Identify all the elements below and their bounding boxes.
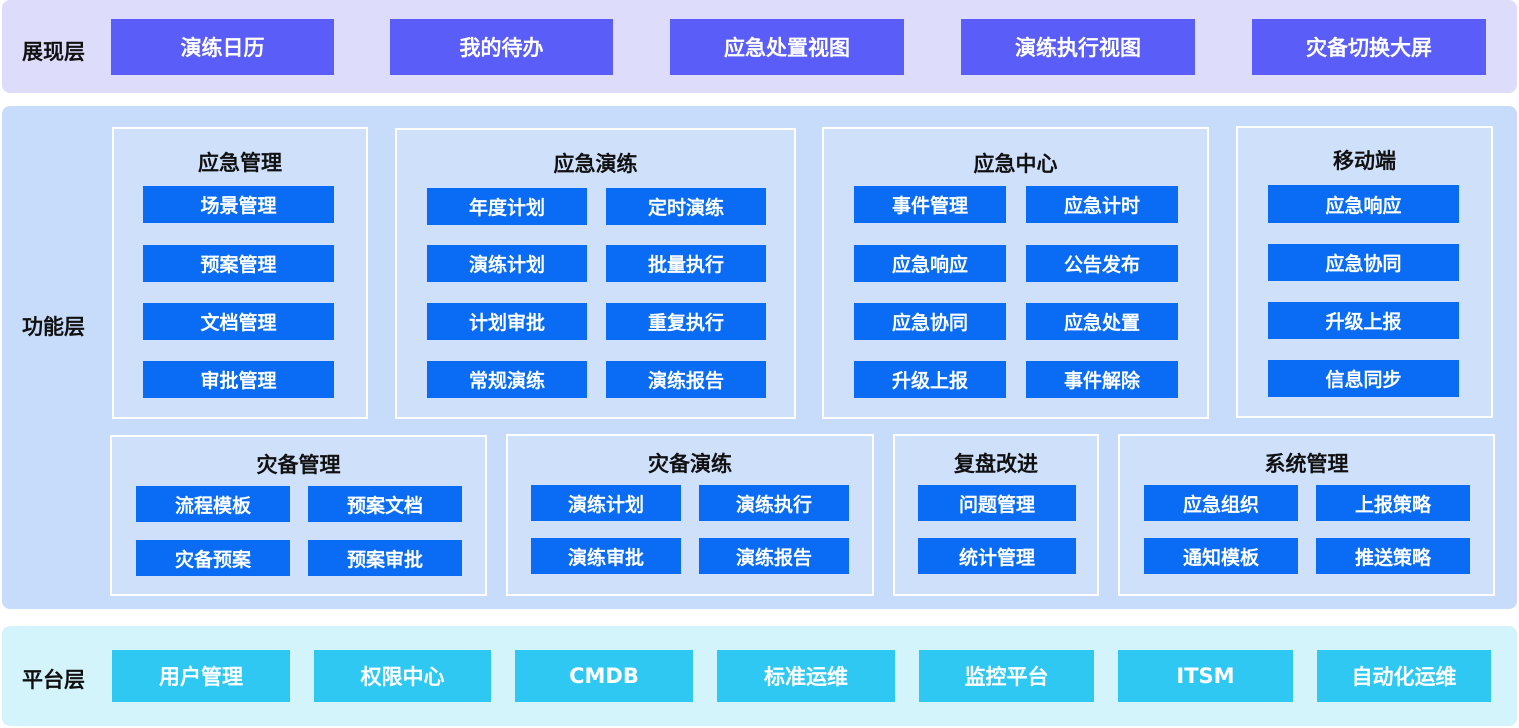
module-title: 应急中心 (973, 152, 1058, 176)
module-title: 应急管理 (198, 151, 282, 175)
module-item[interactable]: 演练计划 (427, 245, 587, 282)
module-item[interactable]: 批量执行 (606, 245, 766, 282)
module-item[interactable]: 应急协同 (1268, 244, 1459, 281)
module-title: 灾备管理 (256, 453, 341, 477)
module-item[interactable]: 应急组织 (1144, 485, 1298, 521)
function-layer-label: 功能层 (22, 315, 85, 339)
module-item[interactable]: 演练审批 (531, 538, 681, 574)
presentation-item-my-todo[interactable]: 我的待办 (390, 19, 613, 75)
module-item[interactable]: 预案管理 (143, 245, 334, 282)
module-item[interactable]: 重复执行 (606, 303, 766, 340)
module-title: 系统管理 (1264, 452, 1349, 476)
module-item[interactable]: 事件解除 (1026, 361, 1178, 398)
module-item[interactable]: 演练报告 (699, 538, 849, 574)
module-item[interactable]: 通知模板 (1144, 538, 1298, 574)
module-item[interactable]: 流程模板 (136, 486, 290, 522)
module-item[interactable]: 审批管理 (143, 361, 334, 398)
module-item[interactable]: 事件管理 (854, 186, 1006, 223)
module-title: 灾备演练 (648, 452, 732, 476)
module-item[interactable]: 应急协同 (854, 303, 1006, 340)
module-title: 复盘改进 (954, 452, 1038, 476)
platform-item-automation-ops[interactable]: 自动化运维 (1317, 650, 1491, 702)
module-item[interactable]: 推送策略 (1316, 538, 1470, 574)
presentation-item-dr-switch-screen[interactable]: 灾备切换大屏 (1252, 19, 1486, 75)
module-item[interactable]: 应急计时 (1026, 186, 1178, 223)
presentation-item-drill-execution-view[interactable]: 演练执行视图 (961, 19, 1195, 75)
platform-item-monitoring[interactable]: 监控平台 (919, 650, 1094, 702)
module-item[interactable]: 常规演练 (427, 361, 587, 398)
module-title: 移动端 (1333, 149, 1396, 173)
module-item[interactable]: 预案审批 (308, 540, 462, 576)
presentation-item-drill-calendar[interactable]: 演练日历 (111, 19, 334, 75)
module-item[interactable]: 应急响应 (854, 245, 1006, 282)
module-item[interactable]: 升级上报 (1268, 302, 1459, 339)
module-item[interactable]: 预案文档 (308, 486, 462, 522)
module-item[interactable]: 信息同步 (1268, 360, 1459, 397)
module-item[interactable]: 应急处置 (1026, 303, 1178, 340)
module-item[interactable]: 场景管理 (143, 186, 334, 223)
platform-item-cmdb[interactable]: CMDB (515, 650, 693, 702)
module-item[interactable]: 文档管理 (143, 303, 334, 340)
module-item[interactable]: 应急响应 (1268, 185, 1459, 223)
module-item[interactable]: 上报策略 (1316, 485, 1470, 521)
module-item[interactable]: 演练报告 (606, 361, 766, 398)
module-item[interactable]: 统计管理 (918, 538, 1076, 574)
module-item[interactable]: 问题管理 (918, 485, 1076, 521)
module-item[interactable]: 升级上报 (854, 361, 1006, 398)
module-item[interactable]: 定时演练 (606, 188, 766, 225)
presentation-item-emergency-view[interactable]: 应急处置视图 (670, 19, 904, 75)
platform-item-itsm[interactable]: ITSM (1118, 650, 1293, 702)
platform-item-standard-ops[interactable]: 标准运维 (717, 650, 895, 702)
platform-item-user-management[interactable]: 用户管理 (112, 650, 290, 702)
platform-layer-label: 平台层 (22, 668, 85, 692)
module-item[interactable]: 演练执行 (699, 485, 849, 521)
module-item[interactable]: 计划审批 (427, 303, 587, 340)
module-item[interactable]: 公告发布 (1026, 245, 1178, 282)
platform-item-permission-center[interactable]: 权限中心 (314, 650, 491, 702)
module-item[interactable]: 演练计划 (531, 485, 681, 521)
module-item[interactable]: 年度计划 (427, 188, 587, 225)
module-title: 应急演练 (553, 152, 638, 176)
presentation-layer-label: 展现层 (22, 40, 85, 64)
module-item[interactable]: 灾备预案 (136, 540, 290, 576)
